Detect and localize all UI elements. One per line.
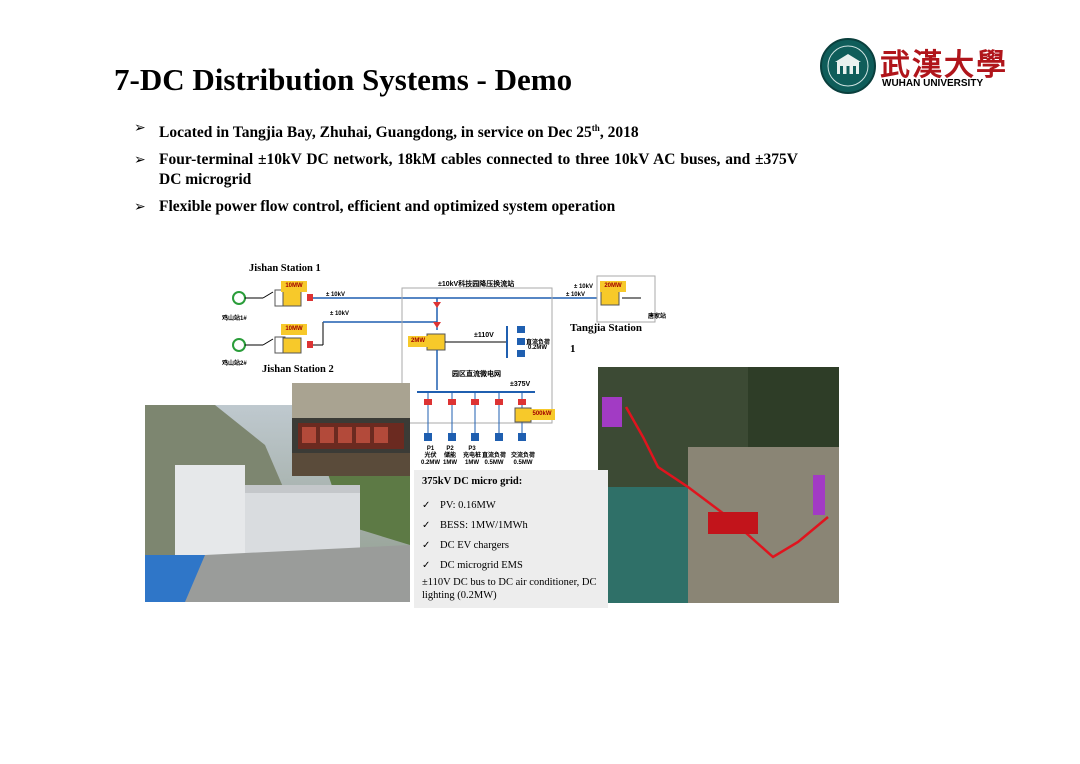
slide-title: 7-DC Distribution Systems - Demo bbox=[114, 62, 573, 97]
converter-jishan1: 10MW bbox=[281, 281, 307, 292]
check-icon: ✓ bbox=[422, 540, 431, 551]
converter-500kw: 500kW bbox=[529, 409, 555, 420]
satellite-route-map bbox=[598, 367, 839, 603]
microgrid-info-title: 375kV DC micro grid: bbox=[422, 476, 523, 487]
bullet-list: ➢ Located in Tangjia Bay, Zhuhai, Guangd… bbox=[134, 118, 798, 224]
info-item-bess: ✓BESS: 1MW/1MWh bbox=[422, 516, 528, 536]
dc-load-value: 0.2MW bbox=[528, 345, 548, 351]
microgrid-info-list: ✓PV: 0.16MW ✓BESS: 1MW/1MWh ✓DC EV charg… bbox=[422, 496, 528, 576]
arrow-bullet-icon: ➢ bbox=[134, 152, 146, 169]
park-microgrid-label: 园区直流微电网 bbox=[452, 371, 501, 378]
converter-center: 2MW bbox=[408, 336, 428, 347]
microgrid-info-note: ±110V DC bus to DC air conditioner, DC l… bbox=[422, 577, 597, 601]
top-station-label: ±10kV科技园降压换流站 bbox=[438, 281, 515, 288]
university-logo: 武漢大學 WUHAN UNIVERSITY bbox=[820, 38, 1010, 94]
kv-label-top-right: ± 10kV bbox=[566, 292, 585, 298]
station-cn-tangjia: 唐家站 bbox=[648, 314, 667, 320]
bus-110-label: ±110V bbox=[474, 332, 494, 339]
microgrid-info-box: 375kV DC micro grid: ✓PV: 0.16MW ✓BESS: … bbox=[414, 470, 608, 608]
kv-label-tangjia: ± 10kV bbox=[574, 284, 593, 290]
check-icon: ✓ bbox=[422, 560, 431, 571]
logo-english-text: WUHAN UNIVERSITY bbox=[882, 78, 984, 89]
bullet-control: ➢ Flexible power flow control, efficient… bbox=[134, 198, 616, 216]
kv-label-second: ± 10kV bbox=[330, 311, 349, 317]
converter-jishan2: 10MW bbox=[281, 324, 307, 335]
jishan-station-2-label: Jishan Station 2 bbox=[262, 364, 334, 375]
info-item-ev: ✓DC EV chargers bbox=[422, 536, 528, 556]
converter-tangjia: 20MW bbox=[600, 281, 626, 292]
station-cn-2: 鸡山站2# bbox=[222, 361, 247, 367]
arrow-bullet-icon: ➢ bbox=[134, 120, 146, 136]
diagram-lines bbox=[232, 275, 656, 441]
check-icon: ✓ bbox=[422, 500, 431, 511]
station-cn-1: 鸡山站1# bbox=[222, 316, 247, 322]
jishan-station-1-label: Jishan Station 1 bbox=[249, 263, 321, 274]
check-icon: ✓ bbox=[422, 520, 431, 531]
bullet-location: ➢ Located in Tangjia Bay, Zhuhai, Guangd… bbox=[134, 120, 639, 142]
university-seal-icon bbox=[820, 38, 876, 94]
arrow-bullet-icon: ➢ bbox=[134, 199, 146, 216]
kv-label-top-left: ± 10kV bbox=[326, 292, 345, 298]
tangjia-station-number: 1 bbox=[570, 343, 576, 355]
info-item-pv: ✓PV: 0.16MW bbox=[422, 496, 528, 516]
bus-375-label: ±375V bbox=[510, 381, 531, 388]
logo-chinese-text: 武漢大學 bbox=[880, 48, 1008, 83]
info-item-ems: ✓DC microgrid EMS bbox=[422, 556, 528, 576]
tangjia-station-label: Tangjia Station bbox=[570, 322, 643, 334]
bullet-network: ➢ Four-terminal ±10kV DC network, 18kM c… bbox=[134, 151, 798, 189]
control-room-photo bbox=[292, 383, 410, 476]
dc-load-label: 直流负荷 bbox=[526, 340, 551, 346]
